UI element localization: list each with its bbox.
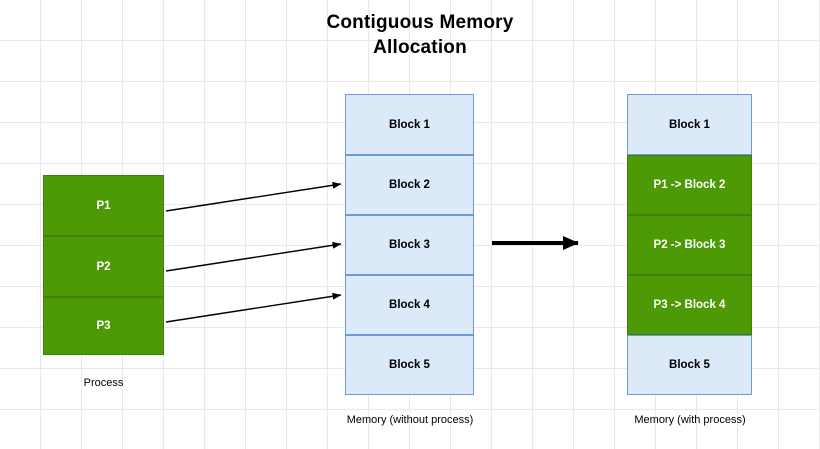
memory-without-block-3[interactable]: Block 3 bbox=[345, 215, 474, 275]
memory-without-caption: Memory (without process) bbox=[346, 414, 474, 426]
memory-with-block-3-label: P2 -> Block 3 bbox=[653, 239, 726, 251]
process-block-p1-label: P1 bbox=[96, 199, 111, 212]
memory-without-block-3-label: Block 3 bbox=[389, 239, 430, 251]
connector-p2-to-block3 bbox=[165, 241, 342, 272]
process-block-p1[interactable]: P1 bbox=[43, 175, 164, 236]
memory-without-block-2[interactable]: Block 2 bbox=[345, 155, 474, 215]
memory-with-block-4[interactable]: P3 -> Block 4 bbox=[627, 275, 752, 335]
memory-without-block-5-label: Block 5 bbox=[389, 359, 430, 371]
memory-without-block-4-label: Block 4 bbox=[389, 299, 430, 311]
memory-without-block-2-label: Block 2 bbox=[389, 179, 430, 191]
memory-without-block-5[interactable]: Block 5 bbox=[345, 335, 474, 395]
process-block-p3-label: P3 bbox=[96, 320, 111, 332]
process-column-caption: Process bbox=[83, 377, 124, 389]
memory-with-block-2[interactable]: P1 -> Block 2 bbox=[627, 155, 752, 215]
memory-without-block-1-label: Block 1 bbox=[389, 118, 430, 131]
memory-with-block-4-label: P3 -> Block 4 bbox=[653, 299, 726, 311]
memory-with-caption: Memory (with process) bbox=[634, 414, 746, 426]
memory-without-block-4[interactable]: Block 4 bbox=[345, 275, 474, 335]
page-title: Contiguous Memory Allocation bbox=[240, 10, 600, 60]
memory-with-block-1[interactable]: Block 1 bbox=[627, 94, 752, 155]
page-title-line-2: Allocation bbox=[373, 37, 467, 58]
process-block-p2-label: P2 bbox=[96, 260, 111, 273]
memory-with-block-3[interactable]: P2 -> Block 3 bbox=[627, 215, 752, 275]
connector-p1-to-block2 bbox=[165, 181, 342, 212]
memory-with-block-5-label: Block 5 bbox=[669, 359, 710, 371]
memory-with-block-1-label: Block 1 bbox=[669, 118, 710, 131]
page-title-line-1: Contiguous Memory bbox=[326, 12, 514, 33]
memory-with-block-5[interactable]: Block 5 bbox=[627, 335, 752, 395]
memory-with-block-2-label: P1 -> Block 2 bbox=[653, 179, 726, 191]
memory-without-block-1[interactable]: Block 1 bbox=[345, 94, 474, 155]
process-block-p2[interactable]: P2 bbox=[43, 236, 164, 297]
process-block-p3[interactable]: P3 bbox=[43, 297, 164, 355]
connector-p3-to-block4 bbox=[165, 292, 342, 323]
